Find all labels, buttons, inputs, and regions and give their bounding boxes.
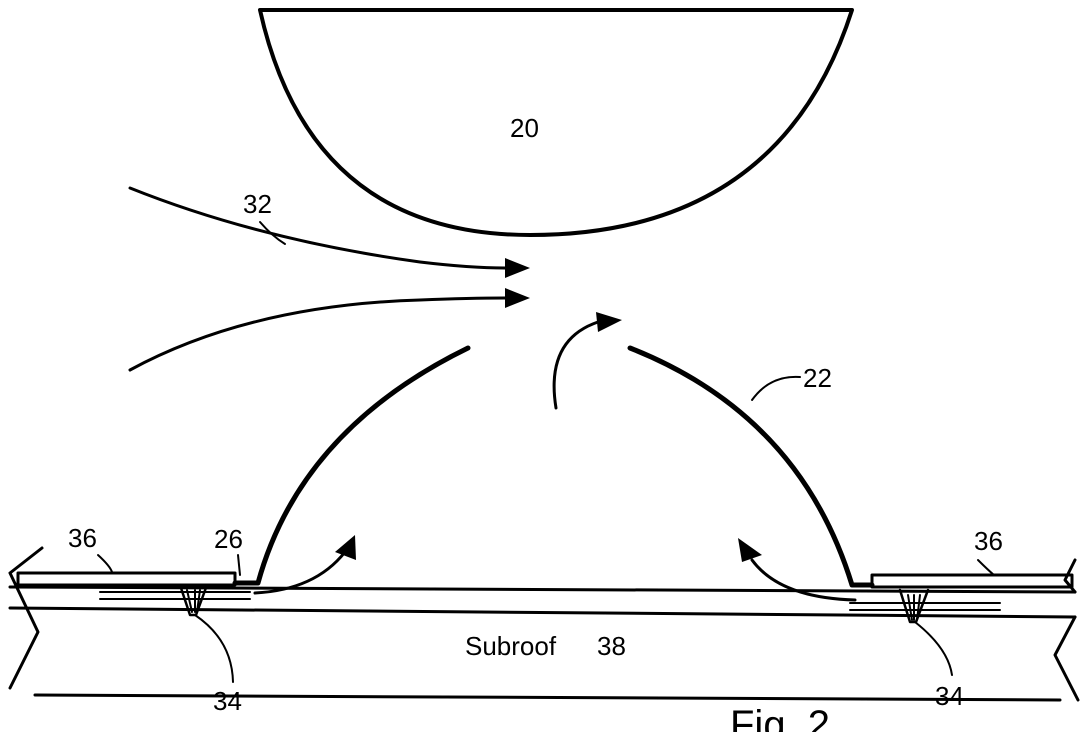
label-20: 20	[510, 113, 539, 143]
vent-dome-22	[232, 345, 875, 588]
fasteners-34	[178, 583, 953, 683]
airflow-arrows	[128, 186, 530, 372]
label-36-right: 36	[974, 526, 1003, 556]
label-38: 38	[597, 631, 626, 661]
label-26: 26	[214, 524, 243, 554]
internal-flow-arrows	[253, 312, 857, 602]
label-32: 32	[243, 189, 272, 219]
label-34-right: 34	[935, 681, 964, 711]
sprinkler-head-20	[258, 8, 854, 237]
label-subroof: Subroof	[465, 631, 557, 661]
label-22: 22	[803, 363, 832, 393]
figure-caption: Fig. 2	[730, 703, 830, 732]
label-34-left: 34	[213, 686, 242, 716]
label-36-left: 36	[68, 523, 97, 553]
